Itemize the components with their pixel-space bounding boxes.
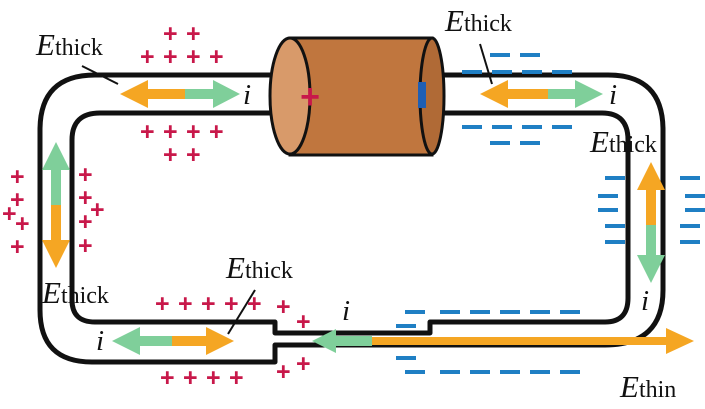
svg-text:+: + [186,20,201,48]
svg-text:+: + [209,43,224,71]
svg-text:+: + [178,290,193,318]
current-label-top-right: i [609,79,617,111]
top-right-arrows [480,80,603,108]
top-left-arrows [120,80,240,108]
svg-text:Ethick: Ethick [589,124,657,159]
svg-text:+: + [296,350,311,378]
svg-text:+: + [10,233,25,261]
svg-text:+: + [90,196,105,224]
positive-charges-left-outer: + + + + + [2,163,30,261]
svg-text:+: + [140,43,155,71]
svg-text:+: + [2,200,17,228]
current-arrow-icon [185,80,240,108]
svg-text:+: + [206,364,221,392]
positive-charges-bottom-bottom: + + + + + + [160,350,311,392]
current-label-top-left: i [243,79,251,111]
positive-charges-left-inner: + + + + + [78,161,105,260]
current-arrow-icon [548,80,603,108]
battery-icon: + [268,36,446,157]
svg-text:Ethick: Ethick [444,3,512,38]
svg-text:+: + [296,308,311,336]
current-label-bottom-left: i [96,325,104,357]
current-arrow-icon [637,225,665,283]
battery-negative-terminal [418,82,426,108]
svg-text:+: + [183,364,198,392]
svg-text:+: + [163,118,178,146]
svg-text:+: + [224,290,239,318]
positive-charges-top: + + + + + + [140,20,224,71]
current-arrow-icon [42,142,70,205]
svg-text:+: + [229,364,244,392]
svg-text:Ethick: Ethick [35,27,103,62]
svg-text:+: + [247,290,262,318]
current-label-thin: i [342,295,350,327]
svg-text:+: + [186,141,201,169]
left-side-arrows [42,142,70,268]
svg-text:+: + [160,364,175,392]
svg-text:+: + [186,43,201,71]
svg-text:+: + [10,163,25,191]
field-arrow-icon [172,327,234,355]
svg-text:+: + [15,210,30,238]
svg-text:Ethick: Ethick [225,250,293,285]
field-arrow-icon [637,162,665,225]
positive-charges-top-inner: + + + + + + [140,118,224,169]
label-e-thick-bottom: Ethick [225,250,293,335]
field-arrow-icon [372,328,694,354]
svg-text:+: + [201,290,216,318]
svg-text:+: + [163,141,178,169]
field-arrow-icon [42,205,70,268]
current-label-right: i [641,285,649,317]
svg-text:+: + [186,118,201,146]
svg-text:+: + [78,184,93,212]
svg-text:+: + [10,186,25,214]
bottom-left-arrows [112,327,234,355]
svg-text:+: + [163,43,178,71]
field-arrow-icon [480,80,548,108]
label-e-thick-right: Ethick [589,124,657,159]
svg-text:+: + [155,290,170,318]
svg-text:+: + [78,161,93,189]
svg-text:+: + [140,118,155,146]
svg-text:+: + [276,358,291,386]
svg-text:+: + [276,293,291,321]
field-arrow-icon [120,80,185,108]
negative-charges [396,53,705,374]
svg-text:Ethin: Ethin [619,369,676,404]
svg-text:Ethick: Ethick [41,275,109,310]
svg-text:+: + [163,20,178,48]
current-arrow-icon [312,329,372,353]
label-e-thick-left: Ethick [41,275,109,310]
right-side-arrows [637,162,665,283]
label-e-thick-top-right: Ethick [444,3,512,85]
battery-positive-terminal: + [300,78,320,116]
current-arrow-icon [112,327,172,355]
svg-text:+: + [209,118,224,146]
positive-charges-bottom-top: + + + + + + + [155,290,311,336]
svg-text:+: + [78,208,93,236]
svg-text:+: + [78,232,93,260]
label-e-thin: Ethin [619,369,676,404]
thin-segment-arrows [312,328,694,354]
label-e-thick-top-left: Ethick [35,27,119,85]
